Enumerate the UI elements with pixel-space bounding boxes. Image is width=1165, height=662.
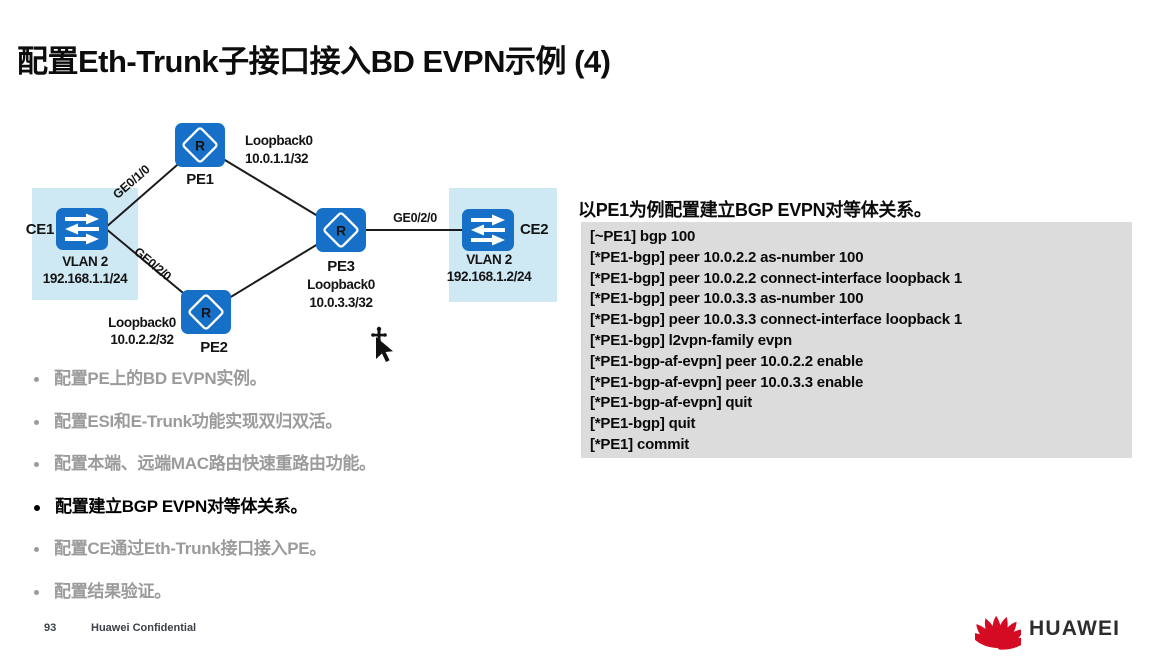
pe1-loopback-ip: 10.0.1.1/32 xyxy=(245,151,308,166)
huawei-logo: HUAWEI xyxy=(975,606,1120,652)
cli-line: [*PE1-bgp] l2vpn-family evpn xyxy=(590,331,792,349)
ce1-label: CE1 xyxy=(26,221,54,238)
cli-line: [*PE1-bgp] peer 10.0.3.3 connect-interfa… xyxy=(590,311,963,329)
bullet-text: 配置结果验证。 xyxy=(54,581,171,601)
cli-line: [*PE1-bgp-af-evpn] peer 10.0.3.3 enable xyxy=(590,373,864,391)
cli-line: [*PE1-bgp-af-evpn] quit xyxy=(590,394,753,412)
bullet-text: 配置本端、远端MAC路由快速重路由功能。 xyxy=(54,454,376,473)
cli-line: [*PE1-bgp] peer 10.0.3.3 as-number 100 xyxy=(590,290,864,308)
page-number: 93 xyxy=(44,622,57,634)
ce1-switch-icon xyxy=(54,206,110,252)
mouse-cursor-icon xyxy=(371,326,393,362)
ce2-ip-label: 192.168.1.2/24 xyxy=(447,269,532,284)
cli-line: [~PE1] bgp 100 xyxy=(590,228,696,245)
bullet-item-ce-ethtrunk-access: 配置CE通过Eth-Trunk接口接入PE。 xyxy=(28,539,528,559)
bullet-dot xyxy=(34,462,39,467)
pe2-label: PE2 xyxy=(200,339,227,356)
pe1-router-icon xyxy=(173,121,227,169)
ce1-ip-label: 192.168.1.1/24 xyxy=(43,271,128,286)
ce2-vlan-label: VLAN 2 xyxy=(466,252,512,267)
pe1-label: PE1 xyxy=(186,171,213,188)
cli-line: [*PE1-bgp-af-evpn] peer 10.0.2.2 enable xyxy=(590,352,864,370)
bullet-item-verify: 配置结果验证。 xyxy=(28,581,528,602)
link-label-pe3-ce2: GE0/2/0 xyxy=(393,211,437,225)
bullet-dot xyxy=(34,547,39,552)
bullet-text: 配置ESI和E-Trunk功能实现双归双活。 xyxy=(54,411,343,431)
bullet-dot xyxy=(34,504,40,511)
cli-line: [*PE1] commit xyxy=(590,435,690,453)
cli-line: [*PE1-bgp] quit xyxy=(590,415,696,433)
cli-line: [*PE1-bgp] peer 10.0.2.2 as-number 100 xyxy=(590,248,864,266)
network-topology-diagram: R P xyxy=(26,121,557,362)
bullet-text: 配置PE上的BD EVPN实例。 xyxy=(54,369,267,388)
bullet-dot xyxy=(34,377,39,382)
bullet-text: 配置建立BGP EVPN对等体关系。 xyxy=(55,496,308,516)
pe3-router-icon xyxy=(314,206,368,254)
pe2-loopback-label: Loopback0 xyxy=(108,315,176,330)
pe3-label: PE3 xyxy=(327,258,354,275)
pe2-loopback-ip: 10.0.2.2/32 xyxy=(110,332,173,347)
bullet-text: 配置CE通过Eth-Trunk接口接入PE。 xyxy=(54,539,327,558)
ce2-switch-icon xyxy=(460,207,516,253)
bullet-item-esi-etrunk: 配置ESI和E-Trunk功能实现双归双活。 xyxy=(28,411,528,432)
confidential-label: Huawei Confidential xyxy=(91,622,197,634)
cli-line: [*PE1-bgp] peer 10.0.2.2 connect-interfa… xyxy=(590,269,963,287)
pe3-loopback-ip: 10.0.3.3/32 xyxy=(309,295,372,310)
huawei-flower-icon xyxy=(975,615,1021,650)
bullet-item-mac-frr: 配置本端、远端MAC路由快速重路由功能。 xyxy=(28,454,528,474)
config-panel-heading: 以PE1为例配置建立BGP EVPN对等体关系。 xyxy=(578,200,932,220)
cli-code-block: [~PE1] bgp 100 [*PE1-bgp] peer 10.0.2.2 … xyxy=(581,222,1132,458)
agenda-bullet-list: 配置PE上的BD EVPN实例。 配置ESI和E-Trunk功能实现双归双活。 … xyxy=(28,360,528,625)
bullet-dot xyxy=(34,589,39,595)
pe2-router-icon xyxy=(179,288,233,336)
ce1-vlan-label: VLAN 2 xyxy=(62,254,108,269)
slide-title: 配置Eth-Trunk子接口接入BD EVPN示例 (4) xyxy=(17,44,611,79)
pe3-loopback-label: Loopback0 xyxy=(307,277,375,292)
topology-links xyxy=(104,144,488,313)
pe1-loopback-label: Loopback0 xyxy=(245,133,313,148)
bullet-item-bgp-evpn-peer: 配置建立BGP EVPN对等体关系。 xyxy=(28,496,528,517)
huawei-wordmark: HUAWEI xyxy=(1029,617,1121,640)
ce2-label: CE2 xyxy=(520,221,548,238)
bullet-item-bd-evpn-instance: 配置PE上的BD EVPN实例。 xyxy=(28,369,528,389)
bullet-dot xyxy=(34,419,39,425)
